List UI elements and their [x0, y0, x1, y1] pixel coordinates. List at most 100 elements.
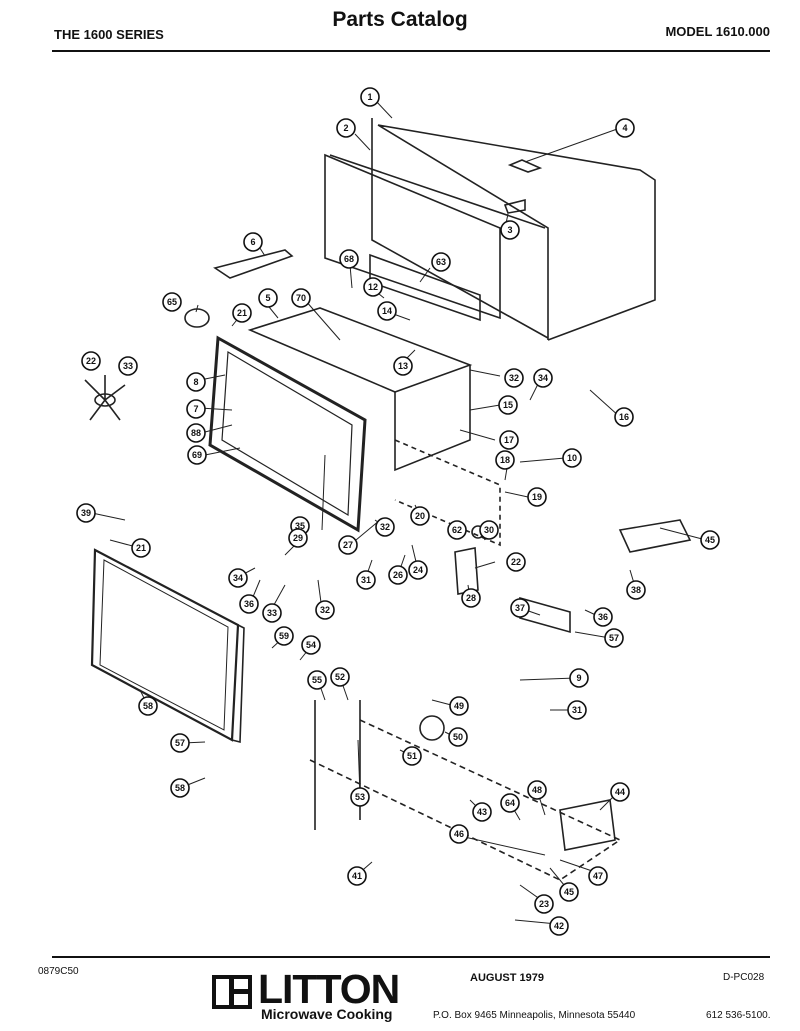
callout-23: 23 — [534, 894, 554, 914]
callout-label: 24 — [413, 565, 423, 575]
callout-label: 18 — [500, 455, 510, 465]
callout-label: 21 — [136, 543, 146, 553]
litton-logo-icon — [212, 975, 252, 1009]
callout-53: 53 — [350, 787, 370, 807]
callout-label: 22 — [86, 356, 96, 366]
callout-22: 22 — [506, 552, 526, 572]
callout-8: 8 — [186, 372, 206, 392]
callout-15: 15 — [498, 395, 518, 415]
footer-rule — [52, 956, 770, 958]
callout-label: 41 — [352, 871, 362, 881]
callout-label: 7 — [193, 404, 198, 414]
callout-label: 64 — [505, 798, 515, 808]
callout-30: 30 — [479, 520, 499, 540]
callout-21: 21 — [232, 303, 252, 323]
callout-7: 7 — [186, 399, 206, 419]
callout-46: 46 — [449, 824, 469, 844]
callout-18: 18 — [495, 450, 515, 470]
interlock-29 — [454, 547, 479, 595]
callout-2: 2 — [336, 118, 356, 138]
callout-label: 12 — [368, 282, 378, 292]
callout-label: 52 — [335, 672, 345, 682]
callout-label: 50 — [453, 732, 463, 742]
callout-label: 45 — [564, 887, 574, 897]
callout-label: 53 — [355, 792, 365, 802]
callout-label: 10 — [567, 453, 577, 463]
callout-label: 27 — [343, 540, 353, 550]
cabinet-frame-front — [371, 118, 549, 339]
callout-43: 43 — [472, 802, 492, 822]
callout-label: 69 — [192, 450, 202, 460]
callout-68: 68 — [339, 249, 359, 269]
callout-3: 3 — [500, 220, 520, 240]
door-hinge-4 — [507, 159, 543, 173]
callout-28: 28 — [461, 588, 481, 608]
callout-label: 65 — [167, 297, 177, 307]
back-panel — [324, 153, 501, 320]
callout-label: 57 — [609, 633, 619, 643]
callout-20: 20 — [410, 506, 430, 526]
callout-14: 14 — [377, 301, 397, 321]
callout-label: 58 — [175, 783, 185, 793]
callout-32: 32 — [315, 600, 335, 620]
callout-label: 51 — [407, 751, 417, 761]
callout-label: 8 — [193, 377, 198, 387]
callout-label: 42 — [554, 921, 564, 931]
top-bracket-3 — [503, 198, 526, 214]
callout-label: 43 — [477, 807, 487, 817]
callout-22: 22 — [81, 351, 101, 371]
callout-51: 51 — [402, 746, 422, 766]
cooling-fan-33 — [84, 375, 126, 421]
callout-label: 46 — [454, 829, 464, 839]
callout-33: 33 — [262, 603, 282, 623]
publication-number: D-PC028 — [723, 972, 765, 983]
callout-label: 63 — [436, 257, 446, 267]
callout-19: 19 — [527, 487, 547, 507]
callout-6: 6 — [243, 232, 263, 252]
callout-label: 2 — [343, 123, 348, 133]
callout-39: 39 — [76, 503, 96, 523]
mailing-address: P.O. Box 9465 Minneapolis, Minnesota 554… — [433, 1010, 636, 1021]
callout-label: 21 — [237, 308, 247, 318]
callout-label: 22 — [511, 557, 521, 567]
oven-door-window — [221, 350, 353, 517]
callout-label: 70 — [296, 293, 306, 303]
callout-50: 50 — [448, 727, 468, 747]
callout-label: 29 — [293, 533, 303, 543]
callout-label: 88 — [191, 428, 201, 438]
callout-label: 35 — [295, 521, 305, 531]
callout-label: 54 — [306, 640, 316, 650]
callout-24: 24 — [408, 560, 428, 580]
callout-59: 59 — [274, 626, 294, 646]
callout-label: 1 — [367, 92, 372, 102]
callout-label: 20 — [415, 511, 425, 521]
series-label: THE 1600 SERIES — [54, 27, 164, 42]
callout-label: 49 — [454, 701, 464, 711]
callout-label: 39 — [81, 508, 91, 518]
callout-63: 63 — [431, 252, 451, 272]
callout-label: 44 — [615, 787, 625, 797]
callout-10: 10 — [562, 448, 582, 468]
control-housing — [394, 439, 501, 547]
brand-name: LITTON — [258, 966, 400, 1012]
document-number: 0879C50 — [38, 966, 79, 977]
callout-label: 48 — [532, 785, 542, 795]
callout-label: 32 — [380, 522, 390, 532]
callout-label: 68 — [344, 254, 354, 264]
callout-42: 42 — [549, 916, 569, 936]
callout-label: 37 — [515, 603, 525, 613]
callout-label: 32 — [320, 605, 330, 615]
callout-label: 23 — [539, 899, 549, 909]
publication-date: AUGUST 1979 — [470, 972, 544, 984]
callout-62: 62 — [447, 520, 467, 540]
callout-label: 59 — [279, 631, 289, 641]
front-panel-59 — [90, 548, 240, 742]
callout-label: 26 — [393, 570, 403, 580]
callout-label: 62 — [452, 525, 462, 535]
callout-13: 13 — [393, 356, 413, 376]
callout-label: 36 — [244, 599, 254, 609]
callout-5: 5 — [258, 288, 278, 308]
callout-label: 45 — [705, 535, 715, 545]
callout-label: 47 — [593, 871, 603, 881]
panel-side-54 — [231, 624, 245, 744]
